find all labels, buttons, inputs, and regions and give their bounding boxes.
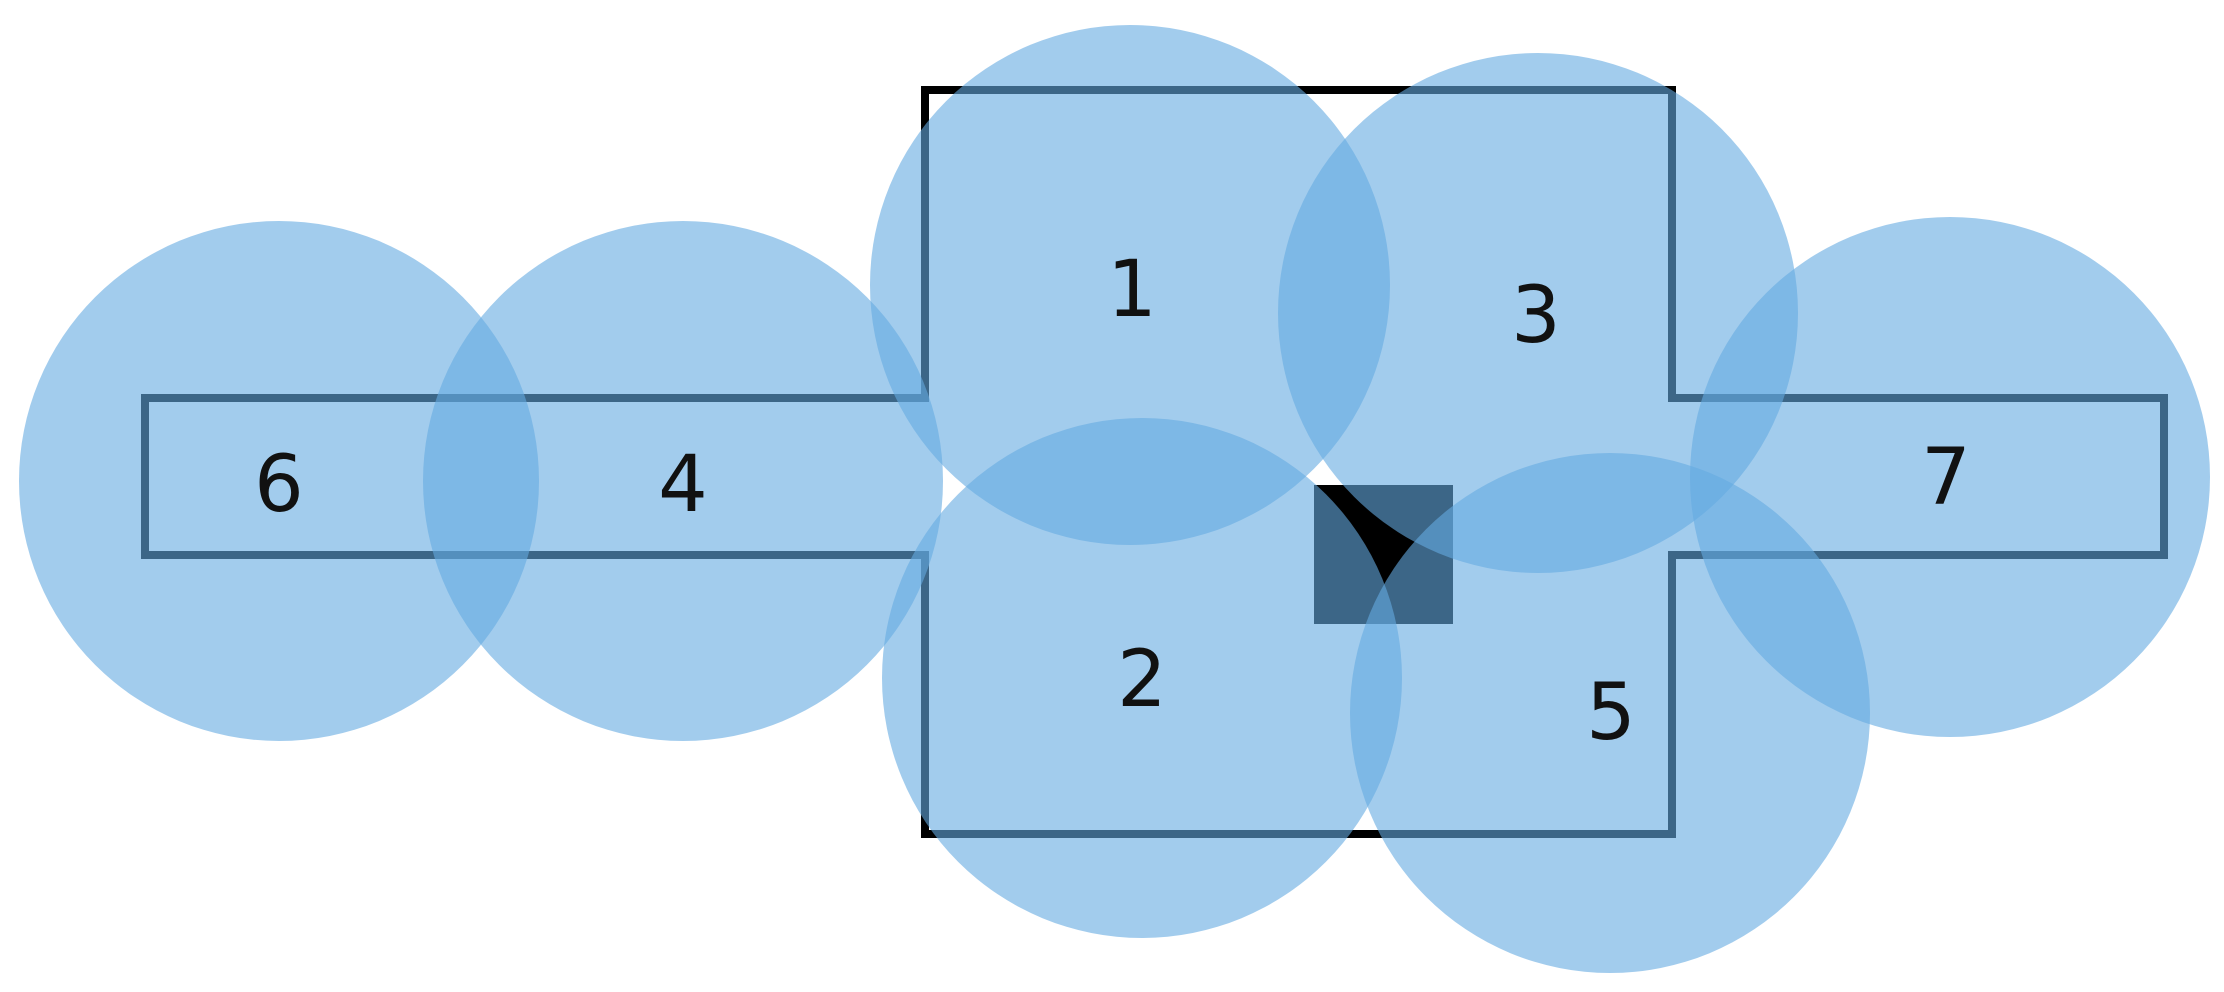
- label-1: 1: [1107, 245, 1157, 335]
- coverage-circle-6: [19, 221, 539, 741]
- coverage-circle-1: [870, 25, 1390, 545]
- label-5: 5: [1586, 668, 1636, 758]
- coverage-circle-2: [882, 418, 1402, 938]
- circle-labels: 1 2 3 4 5 6 7: [254, 245, 1971, 758]
- label-4: 4: [658, 440, 708, 530]
- coverage-circle-3: [1278, 53, 1798, 573]
- coverage-circles: [19, 25, 2210, 973]
- coverage-circle-4: [423, 221, 943, 741]
- label-2: 2: [1117, 635, 1167, 725]
- label-7: 7: [1921, 433, 1971, 523]
- label-3: 3: [1511, 271, 1561, 361]
- label-6: 6: [254, 440, 304, 530]
- coverage-circle-7: [1690, 217, 2210, 737]
